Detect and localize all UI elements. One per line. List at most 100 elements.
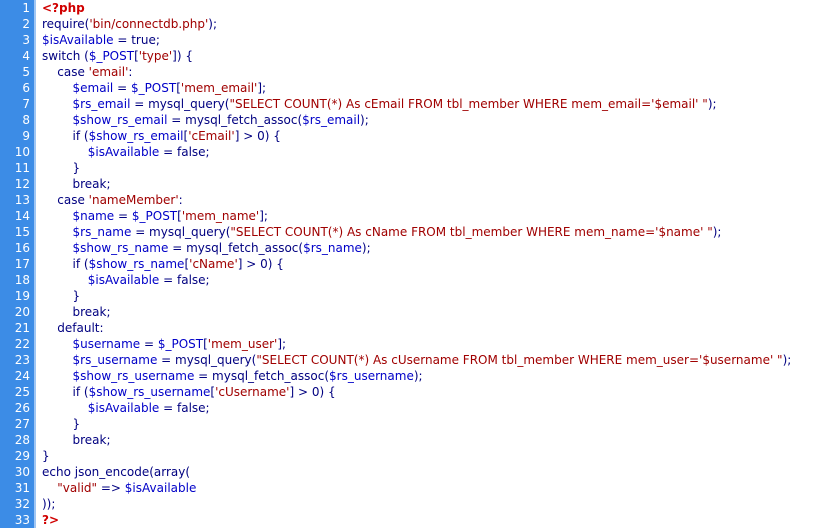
code-line[interactable]: 24 $show_rs_username = mysql_fetch_assoc… — [15, 368, 832, 384]
code-line[interactable]: 25 if ($show_rs_username['cUsername'] > … — [15, 384, 832, 400]
code-text: switch ($_POST['type']) { — [42, 48, 193, 64]
code-text: if ($show_rs_name['cName'] > 0) { — [42, 256, 284, 272]
code-token: = mysql_fetch_assoc( — [167, 113, 303, 127]
code-text: $email = $_POST['mem_email']; — [42, 80, 267, 96]
code-text: $rs_name = mysql_query("SELECT COUNT(*) … — [42, 224, 722, 240]
code-token: $_POST — [88, 49, 135, 63]
code-line[interactable]: 16 $show_rs_name = mysql_fetch_assoc($rs… — [15, 240, 832, 256]
code-line[interactable]: 17 if ($show_rs_name['cName'] > 0) { — [15, 256, 832, 272]
code-line[interactable]: 14 $name = $_POST['mem_name']; — [15, 208, 832, 224]
code-line[interactable]: 4 switch ($_POST['type']) { — [22, 48, 832, 64]
line-number: 26 — [14, 401, 30, 415]
code-token: [ — [183, 129, 189, 143]
code-token: $_POST — [157, 337, 204, 351]
code-line[interactable]: 12 break; — [15, 176, 832, 192]
code-token: case — [42, 193, 89, 207]
code-line[interactable]: 32)); — [15, 496, 832, 512]
code-line[interactable]: 13 case 'nameMember': — [15, 192, 832, 208]
line-number: 33 — [14, 513, 30, 527]
code-token: = mysql_fetch_assoc( — [168, 241, 304, 255]
code-token: $isAvailable — [42, 33, 114, 47]
code-token: 'bin/connectdb.php' — [89, 17, 209, 31]
code-line[interactable]: 23 $rs_username = mysql_query("SELECT CO… — [15, 352, 832, 368]
code-token: $rs_name — [303, 241, 362, 255]
code-token: ] > 0) { — [289, 385, 336, 399]
code-token: = mysql_query( — [131, 225, 231, 239]
code-text: } — [42, 160, 81, 176]
code-token: [ — [177, 209, 182, 223]
code-line[interactable]: 26 $isAvailable = false; — [15, 400, 832, 416]
code-line[interactable]: 5 case 'email': — [22, 64, 832, 80]
code-text: break; — [42, 176, 111, 192]
code-token: [ — [203, 337, 208, 351]
code-line[interactable]: 28 break; — [15, 432, 832, 448]
code-token: $isAvailable — [42, 401, 160, 415]
code-text: require('bin/connectdb.php'); — [42, 16, 217, 32]
code-line[interactable]: 9 if ($show_rs_email['cEmail'] > 0) { — [22, 128, 832, 144]
code-token: : — [178, 193, 183, 207]
code-text: $show_rs_email = mysql_fetch_assoc($rs_e… — [42, 112, 369, 128]
code-token: 'mem_email' — [180, 81, 258, 95]
code-line[interactable]: 21 default: — [15, 320, 832, 336]
code-text: $show_rs_username = mysql_fetch_assoc($r… — [42, 368, 423, 384]
code-token: = mysql_query( — [157, 353, 257, 367]
code-token: } — [42, 417, 81, 431]
code-token: switch ( — [42, 49, 89, 63]
code-token: )); — [42, 497, 56, 511]
code-line[interactable]: 18 $isAvailable = false; — [15, 272, 832, 288]
line-number: 7 — [22, 97, 30, 111]
code-token: ]; — [259, 209, 268, 223]
code-token: <?php — [42, 1, 85, 15]
code-line[interactable]: 15 $rs_name = mysql_query("SELECT COUNT(… — [15, 224, 832, 240]
code-line[interactable]: 31 "valid" => $isAvailable — [15, 480, 832, 496]
code-line[interactable]: 3$isAvailable = true; — [22, 32, 832, 48]
code-line[interactable]: 8 $show_rs_email = mysql_fetch_assoc($rs… — [22, 112, 832, 128]
code-line[interactable]: 7 $rs_email = mysql_query("SELECT COUNT(… — [22, 96, 832, 112]
line-number: 21 — [14, 321, 30, 335]
code-text: $isAvailable = false; — [42, 144, 210, 160]
code-line[interactable]: 33 ?> — [15, 512, 832, 528]
line-number: 4 — [22, 49, 30, 63]
code-line[interactable]: 19 } — [15, 288, 832, 304]
code-token: case — [42, 65, 89, 79]
code-token: ); — [208, 17, 217, 31]
line-number: 32 — [14, 497, 30, 511]
code-line[interactable]: 1<?php — [22, 0, 832, 16]
code-text: if ($show_rs_username['cUsername'] > 0) … — [42, 384, 336, 400]
code-token: $isAvailable — [42, 273, 160, 287]
code-token: if ( — [42, 385, 89, 399]
code-token: "SELECT COUNT(*) As cUsername FROM tbl_m… — [256, 353, 783, 367]
code-token: ); — [413, 369, 423, 383]
code-token: "SELECT COUNT(*) As cEmail FROM tbl_memb… — [229, 97, 708, 111]
code-line[interactable]: 20 break; — [15, 304, 832, 320]
code-token: ?> — [42, 513, 60, 527]
code-token: ]) { — [172, 49, 193, 63]
code-token: $show_rs_email — [88, 129, 184, 143]
code-token: $isAvailable — [42, 145, 160, 159]
code-token: $show_rs_username — [88, 385, 211, 399]
code-token: 'mem_name' — [181, 209, 260, 223]
code-line[interactable]: 10 $isAvailable = false; — [15, 144, 832, 160]
code-text: $rs_email = mysql_query("SELECT COUNT(*)… — [42, 96, 717, 112]
code-text: default: — [42, 320, 103, 336]
code-token: } — [42, 289, 81, 303]
code-line[interactable]: 29} — [15, 448, 832, 464]
code-token: 'email' — [88, 65, 129, 79]
line-number: 6 — [22, 81, 30, 95]
code-token: $_POST — [130, 81, 177, 95]
code-text: )); — [42, 496, 55, 512]
line-number: 22 — [14, 337, 30, 351]
code-text: } — [42, 288, 81, 304]
code-token: [ — [176, 81, 181, 95]
code-token: [ — [184, 257, 190, 271]
code-line[interactable]: 27 } — [15, 416, 832, 432]
code-token: => — [97, 481, 125, 495]
code-text: break; — [42, 432, 111, 448]
code-line[interactable]: 22 $username = $_POST['mem_user']; — [15, 336, 832, 352]
code-line[interactable]: 11 } — [15, 160, 832, 176]
code-line[interactable]: 6 $email = $_POST['mem_email']; — [22, 80, 832, 96]
